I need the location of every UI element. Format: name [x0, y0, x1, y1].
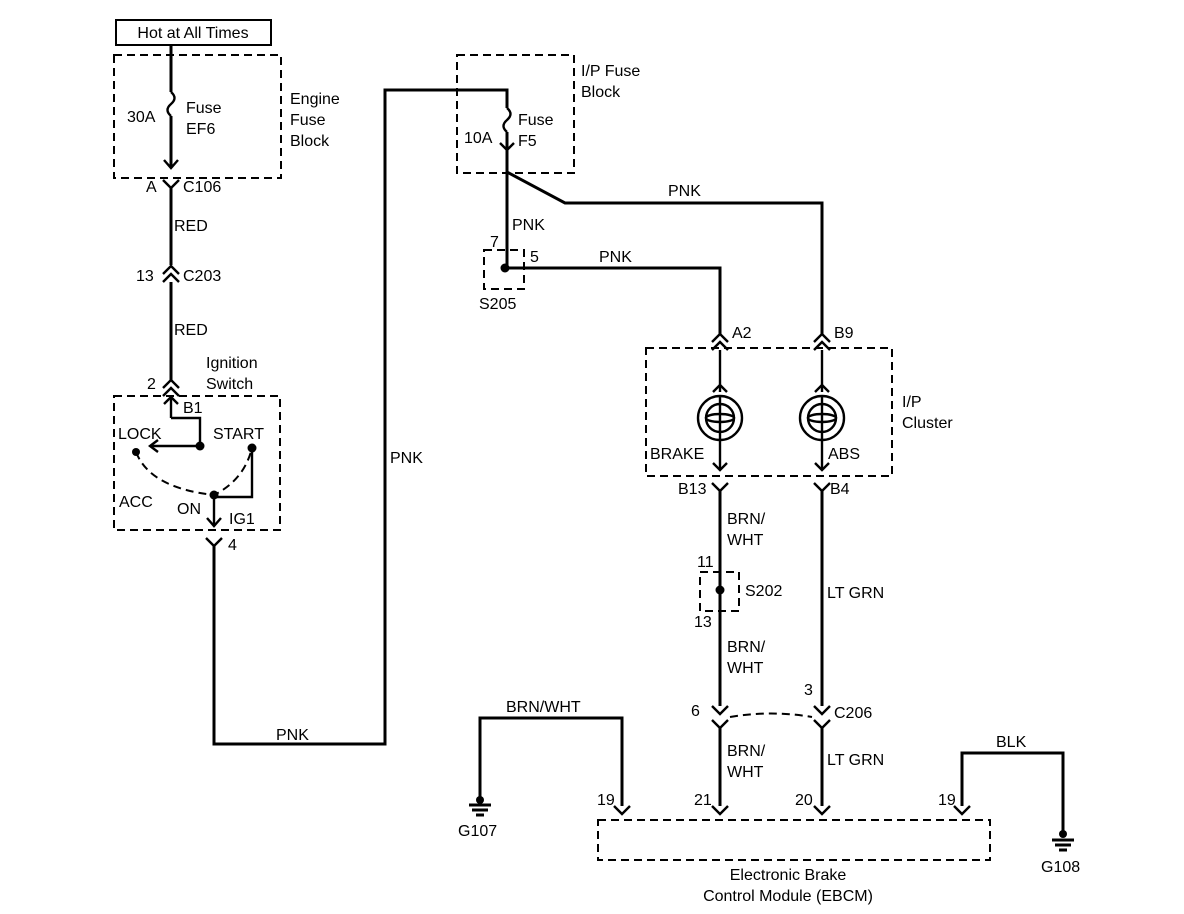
wire-brnwht-1a: BRN/ [727, 511, 766, 528]
wire-red-1: RED [174, 218, 208, 235]
wire-brnwht-2a: BRN/ [727, 639, 766, 656]
c206-label: C206 [834, 705, 872, 722]
pnk-long-loop [212, 88, 509, 746]
ip-fuse-block-box [456, 54, 575, 174]
ignition-b1-label: B1 [183, 400, 203, 417]
b4-label: B4 [830, 481, 850, 498]
engine-fuse-block-label-2: Fuse [290, 112, 326, 129]
hot-at-all-times-label: Hot at All Times [137, 25, 248, 42]
brake-lamp-label: BRAKE [650, 446, 704, 463]
ebcm-pin-21: 21 [694, 792, 712, 809]
s202-in-pin: 11 [697, 554, 714, 571]
fuse-ef6-rating: 30A [127, 109, 156, 126]
ignition-switch-internals [132, 395, 257, 548]
cluster-label-1: I/P [902, 394, 922, 411]
fuse-ef6-name-2: EF6 [186, 121, 215, 138]
ignition-title-2: Switch [206, 376, 253, 393]
engine-fuse-block-label-3: Block [290, 133, 330, 150]
wire-red-2: RED [174, 322, 208, 339]
ignition-acc-label: ACC [119, 494, 153, 511]
c206-pin6-label: 6 [691, 703, 700, 720]
ip-fuse-block-label-1: I/P Fuse [581, 63, 640, 80]
wire-brnwht-3a: BRN/ [727, 743, 766, 760]
fuse-ef6-name-1: Fuse [186, 100, 222, 117]
ignition-in-pin: 2 [147, 376, 156, 393]
ebcm-label-2: Control Module (EBCM) [703, 888, 873, 905]
s205-label: S205 [479, 296, 516, 313]
s202-label: S202 [745, 583, 782, 600]
ebcm-label-1: Electronic Brake [730, 867, 847, 884]
c203-label: C203 [183, 268, 221, 285]
ground-icon [1052, 830, 1074, 852]
wire-pnk-f5-down: PNK [512, 217, 545, 234]
hot-at-all-times-box [115, 19, 272, 46]
b9-label: B9 [834, 325, 854, 342]
ebcm-box [597, 819, 991, 861]
fuse-f5-name-1: Fuse [518, 112, 554, 129]
ebcm-feed-wires [711, 491, 831, 816]
engine-fuse-circuit [162, 45, 180, 397]
brake-lamp-icon [696, 394, 744, 442]
g107-label: G107 [458, 823, 497, 840]
ignition-out-pin: 4 [228, 537, 237, 554]
fuse-f5-rating: 10A [464, 130, 493, 147]
wire-pnk-s205: PNK [599, 249, 632, 266]
ignition-lock-label: LOCK [118, 426, 162, 443]
g108-label: G108 [1041, 859, 1080, 876]
s205-in-pin: 7 [490, 234, 499, 251]
abs-lamp-icon [798, 394, 846, 442]
ground-icon [469, 796, 491, 817]
ip-fuse-circuit [499, 107, 824, 334]
s202-out-pin: 13 [694, 614, 712, 631]
ip-cluster-box [645, 347, 893, 477]
wire-pnk-top: PNK [668, 183, 701, 200]
cluster-label-2: Cluster [902, 415, 953, 432]
s205-out-pin: 5 [530, 249, 539, 266]
ip-fuse-block-label-2: Block [581, 84, 621, 101]
ignition-ig1-label: IG1 [229, 511, 255, 528]
c106-label: C106 [183, 179, 221, 196]
abs-lamp-label: ABS [828, 446, 860, 463]
g107-ground-circuit [478, 716, 631, 816]
wire-pnk-long: PNK [390, 450, 423, 467]
wire-ltgrn-2: LT GRN [827, 752, 884, 769]
ignition-on-label: ON [177, 501, 201, 518]
c206-pin3-label: 3 [804, 682, 813, 699]
b13-label: B13 [678, 481, 707, 498]
engine-fuse-block-box [113, 54, 282, 179]
g108-ground-circuit [953, 751, 1065, 832]
ip-cluster-internals [696, 332, 846, 493]
wire-pnk-bottom: PNK [276, 727, 309, 744]
fuse-f5-name-2: F5 [518, 133, 537, 150]
c203-pin-label: 13 [136, 268, 154, 285]
wire-brnwht-2b: WHT [727, 660, 764, 677]
c106-pin-label: A [146, 179, 157, 196]
ignition-start-label: START [213, 426, 264, 443]
wire-ltgrn-1: LT GRN [827, 585, 884, 602]
ebcm-pin-19-right: 19 [938, 792, 956, 809]
wire-brnwht-g107: BRN/WHT [506, 699, 581, 716]
ebcm-pin-20: 20 [795, 792, 813, 809]
engine-fuse-block-label-1: Engine [290, 91, 340, 108]
wire-brnwht-3b: WHT [727, 764, 764, 781]
ignition-title-1: Ignition [206, 355, 258, 372]
wire-brnwht-1b: WHT [727, 532, 764, 549]
ignition-switch-box [113, 395, 281, 531]
a2-label: A2 [732, 325, 752, 342]
wire-blk: BLK [996, 734, 1027, 751]
ebcm-pin-19-left: 19 [597, 792, 615, 809]
